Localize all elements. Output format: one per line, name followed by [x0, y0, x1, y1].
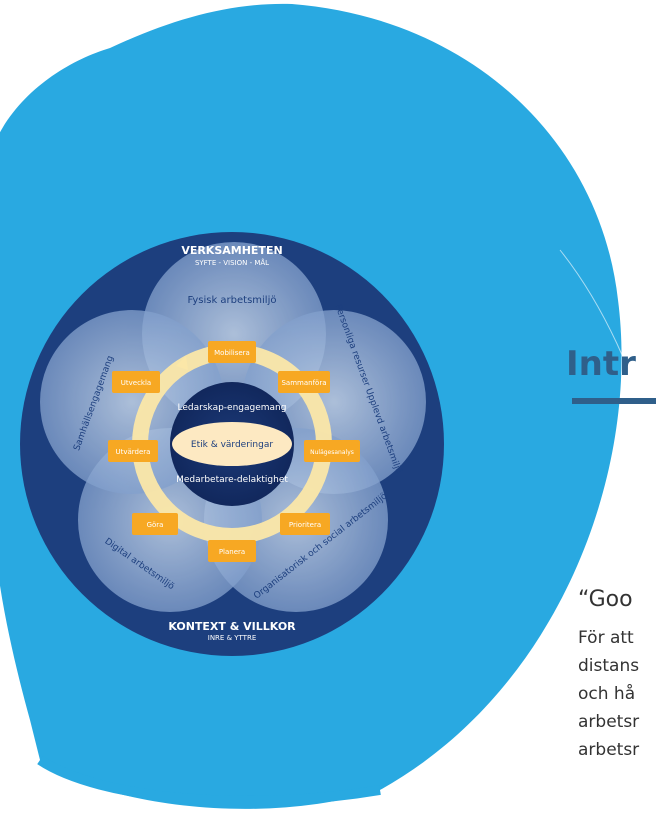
petal-label-top: Fysisk arbetsmiljö [188, 295, 277, 306]
step-box-nulagesanalys [304, 440, 360, 462]
step-label-sammanfora: Sammanföra [281, 379, 326, 387]
title-underline [572, 398, 656, 404]
brush-stroke-mark [559, 249, 656, 461]
body-line: För att [578, 628, 634, 648]
step-box-utvardera [108, 440, 158, 462]
quote-text: “Goo [578, 587, 633, 612]
brush-edge [37, 755, 381, 806]
step-label-planera: Planera [219, 548, 245, 556]
step-box-sammanfora [278, 371, 330, 393]
slide-title: Intr [566, 344, 636, 384]
core-ellipse [172, 422, 292, 466]
body-line: och hå [578, 684, 636, 704]
core-label-top: Ledarskap-engagemang [178, 403, 287, 413]
body-line: arbetsr [578, 712, 640, 732]
step-label-mobilisera: Mobilisera [214, 349, 250, 357]
step-label-utveckla: Utveckla [121, 379, 151, 387]
step-label-nulagesanalys: Nulägesanalys [310, 449, 354, 456]
core-label-center: Etik & värderingar [191, 440, 273, 450]
diagram-header-subtitle: SYFTE - VISION - MÅL [195, 258, 269, 267]
diagram-footer-title: KONTEXT & VILLKOR [168, 620, 296, 633]
step-label-gora: Göra [147, 521, 164, 529]
cycle-arrow-icon [176, 356, 188, 370]
diagram-footer-subtitle: INRE & YTTRE [208, 634, 257, 642]
body-text: För att distans och hå arbetsr arbetsr [578, 624, 656, 764]
step-box-prioritera [280, 513, 330, 535]
step-label-utvardera: Utvärdera [116, 448, 151, 456]
step-box-mobilisera [208, 341, 256, 363]
step-box-planera [208, 540, 256, 562]
core-label-bottom: Medarbetare-delaktighet [176, 475, 288, 485]
diagram-header-title: VERKSAMHETEN [181, 244, 282, 257]
body-line: arbetsr [578, 740, 640, 760]
body-line: distans [578, 656, 640, 676]
step-box-gora [132, 513, 178, 535]
cycle-steps: Mobilisera Sammanföra Nulägesanalys Prio… [108, 341, 360, 562]
step-box-utveckla [112, 371, 160, 393]
step-label-prioritera: Prioritera [289, 521, 321, 529]
